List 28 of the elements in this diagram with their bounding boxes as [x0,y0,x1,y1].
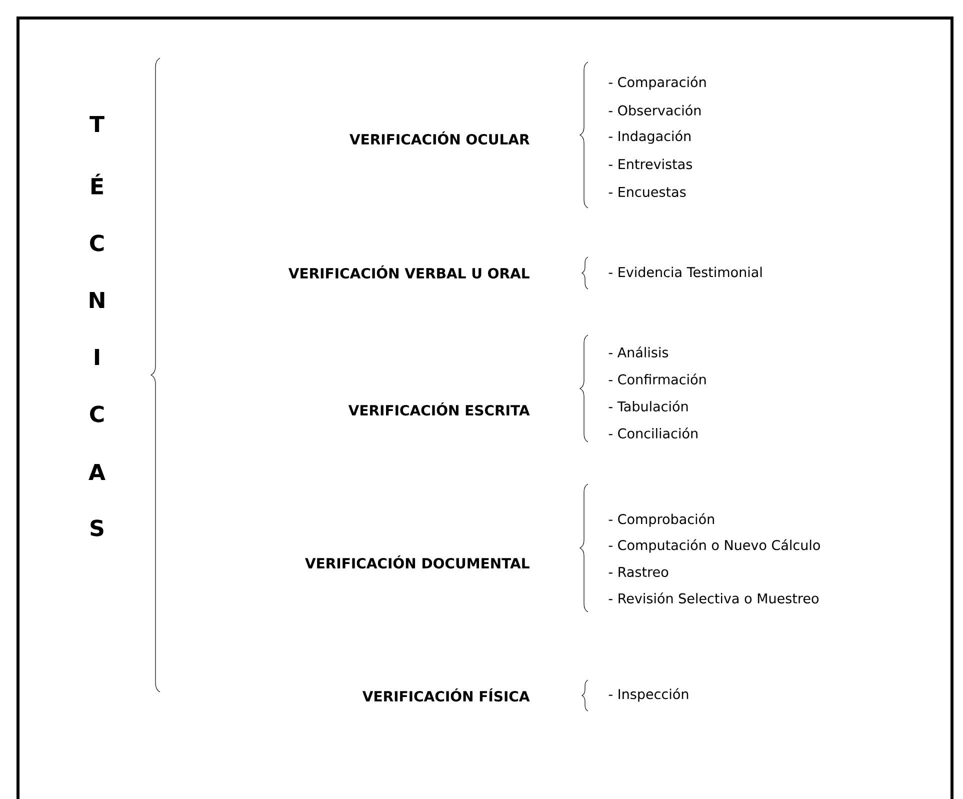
item-label: - Indagación [608,130,690,144]
vertical-letter: É [92,174,103,194]
item-label: - Rastreo [608,566,668,577]
category-label: VERIFICACIÓN OCULAR [350,131,530,145]
vertical-letter: I [94,348,100,366]
category-label: VERIFICACIÓN ESCRITA [348,402,530,416]
vertical-letter: C [90,234,104,252]
item-label: - Conciliación [608,428,698,438]
category-label: VERIFICACIÓN VERBAL U ORAL [288,265,530,279]
item-label: - Comprobación [608,513,714,527]
category-label: VERIFICACIÓN DOCUMENTAL [305,555,530,569]
vertical-letter: N [90,292,104,308]
item-label: - Inspección [608,688,688,702]
item-label: - Computación o Nuevo Cálculo [608,539,820,553]
item-label: - Análisis [608,346,668,358]
vertical-letter: A [88,464,106,480]
item-label: - Entrevistas [608,158,692,170]
item-label: - Tabulación [608,400,688,412]
category-label: VERIFICACIÓN FÍSICA [362,688,530,702]
item-label: - Comparación [608,76,706,90]
item-label: - Encuestas [608,186,686,197]
vertical-letter: S [90,520,104,536]
item-label: - Revisión Selectiva o Muestreo [608,592,819,604]
item-label: - Confirmación [608,374,706,384]
vertical-letter: T [90,116,104,132]
item-label: - Observación [608,104,701,116]
vertical-letter: C [90,406,104,422]
item-label: - Evidencia Testimonial [608,266,762,278]
